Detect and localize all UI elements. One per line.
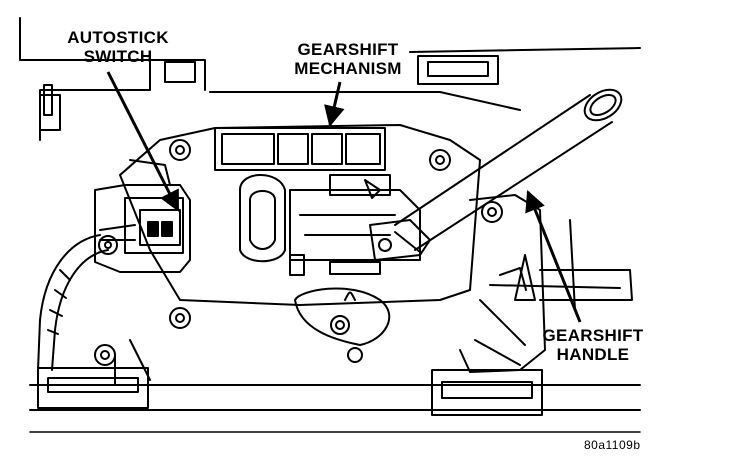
callout-leader-lines: [106, 71, 582, 323]
autostick-switch: [94, 159, 191, 273]
gearshift-handle-label-line-2: HANDLE: [556, 345, 630, 364]
gearshift-mechanism-leader: [324, 81, 345, 128]
gearshift-mechanism-label: GEARSHIFT MECHANISM: [278, 40, 418, 78]
autostick-switch-label-line-2: SWITCH: [83, 47, 153, 66]
gearshift-handle-label-line-1: GEARSHIFT: [542, 326, 644, 345]
figure-id: 80a1109b: [584, 438, 641, 452]
autostick-switch-label: AUTOSTICK SWITCH: [48, 28, 188, 66]
gearshift-mechanism: [119, 124, 481, 346]
gearshift-mechanism-label-line-2: MECHANISM: [294, 59, 402, 78]
autostick-switch-label-line-1: AUTOSTICK: [67, 28, 169, 47]
gearshift-handle: [369, 88, 623, 261]
gearshift-mechanism-label-line-1: GEARSHIFT: [297, 40, 399, 59]
shifter-bracket: [459, 194, 633, 373]
top-trim-panel: [19, 17, 641, 141]
autostick-switch-leader: [106, 71, 180, 212]
gearshift-handle-leader: [525, 190, 582, 323]
console-lower-trim: [29, 339, 641, 433]
gearshift-handle-label: GEARSHIFT HANDLE: [528, 326, 658, 364]
wiring-harness: [37, 234, 109, 371]
